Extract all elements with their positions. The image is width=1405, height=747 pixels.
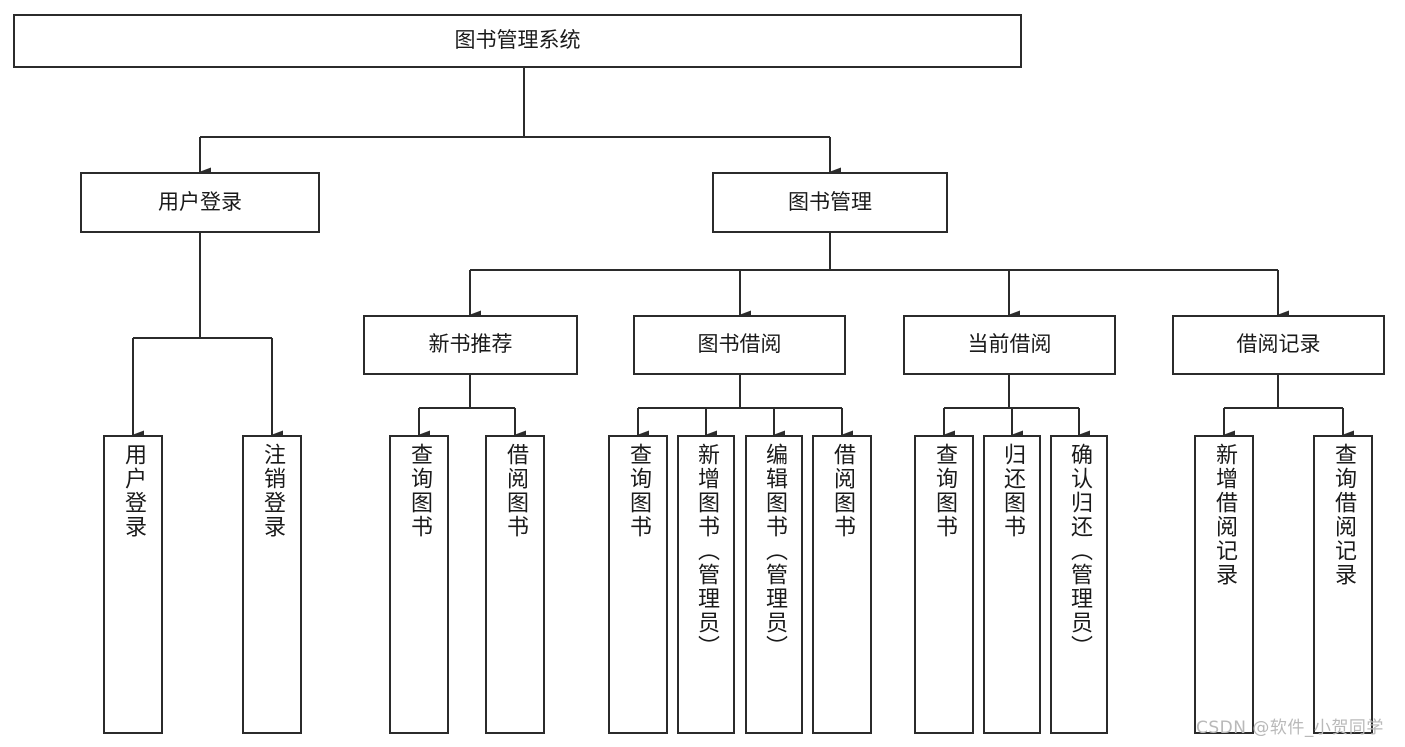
node-leaf-borrow-book[interactable]: 借阅图书 — [812, 435, 872, 734]
node-leaf-confirm-return[interactable]: 确认归还（管理员） — [1050, 435, 1108, 734]
node-label-leaf-return-book: 归还图书 — [1000, 443, 1025, 539]
node-leaf-user-login[interactable]: 用户登录 — [103, 435, 163, 734]
node-leaf-edit-book[interactable]: 编辑图书（管理员） — [745, 435, 803, 734]
node-label-leaf-query-book-borrow: 查询图书 — [626, 443, 651, 539]
edge-group — [132, 68, 1354, 440]
node-leaf-query-book-current[interactable]: 查询图书 — [914, 435, 974, 734]
node-leaf-logout[interactable]: 注销登录 — [242, 435, 302, 734]
node-leaf-add-book[interactable]: 新增图书（管理员） — [677, 435, 735, 734]
node-label-leaf-borrow-book-rec: 借阅图书 — [503, 443, 528, 539]
node-label-leaf-borrow-book: 借阅图书 — [830, 443, 855, 539]
node-label-leaf-user-login: 用户登录 — [121, 443, 146, 539]
node-label-borrow-record: 借阅记录 — [1236, 332, 1321, 357]
node-label-new-book-recommend: 新书推荐 — [428, 332, 513, 357]
node-label-leaf-confirm-return: 确认归还（管理员） — [1067, 443, 1092, 659]
node-user-login[interactable]: 用户登录 — [80, 172, 320, 233]
node-leaf-borrow-book-rec[interactable]: 借阅图书 — [485, 435, 545, 734]
node-label-book-borrow: 图书借阅 — [697, 332, 782, 357]
node-book-borrow[interactable]: 图书借阅 — [633, 315, 846, 375]
node-label-leaf-query-book-rec: 查询图书 — [407, 443, 432, 539]
node-borrow-record[interactable]: 借阅记录 — [1172, 315, 1385, 375]
node-root[interactable]: 图书管理系统 — [13, 14, 1022, 68]
node-current-borrow[interactable]: 当前借阅 — [903, 315, 1116, 375]
node-label-root: 图书管理系统 — [454, 28, 581, 53]
node-label-leaf-add-book: 新增图书（管理员） — [694, 443, 719, 659]
node-label-leaf-query-book-current: 查询图书 — [932, 443, 957, 539]
node-book-manage[interactable]: 图书管理 — [712, 172, 948, 233]
node-label-book-manage: 图书管理 — [788, 189, 872, 214]
node-label-user-login: 用户登录 — [158, 189, 242, 214]
node-leaf-return-book[interactable]: 归还图书 — [983, 435, 1041, 734]
node-leaf-query-book-borrow[interactable]: 查询图书 — [608, 435, 668, 734]
node-leaf-add-record[interactable]: 新增借阅记录 — [1194, 435, 1254, 734]
node-label-leaf-query-record: 查询借阅记录 — [1331, 443, 1356, 587]
node-label-leaf-add-record: 新增借阅记录 — [1212, 443, 1237, 587]
node-leaf-query-record[interactable]: 查询借阅记录 — [1313, 435, 1373, 734]
node-label-leaf-edit-book: 编辑图书（管理员） — [762, 443, 787, 659]
node-leaf-query-book-rec[interactable]: 查询图书 — [389, 435, 449, 734]
node-label-current-borrow: 当前借阅 — [967, 332, 1052, 357]
watermark: CSDN @软件_小贺同学 — [1196, 718, 1384, 738]
node-new-book-recommend[interactable]: 新书推荐 — [363, 315, 578, 375]
node-label-leaf-logout: 注销登录 — [260, 443, 285, 539]
